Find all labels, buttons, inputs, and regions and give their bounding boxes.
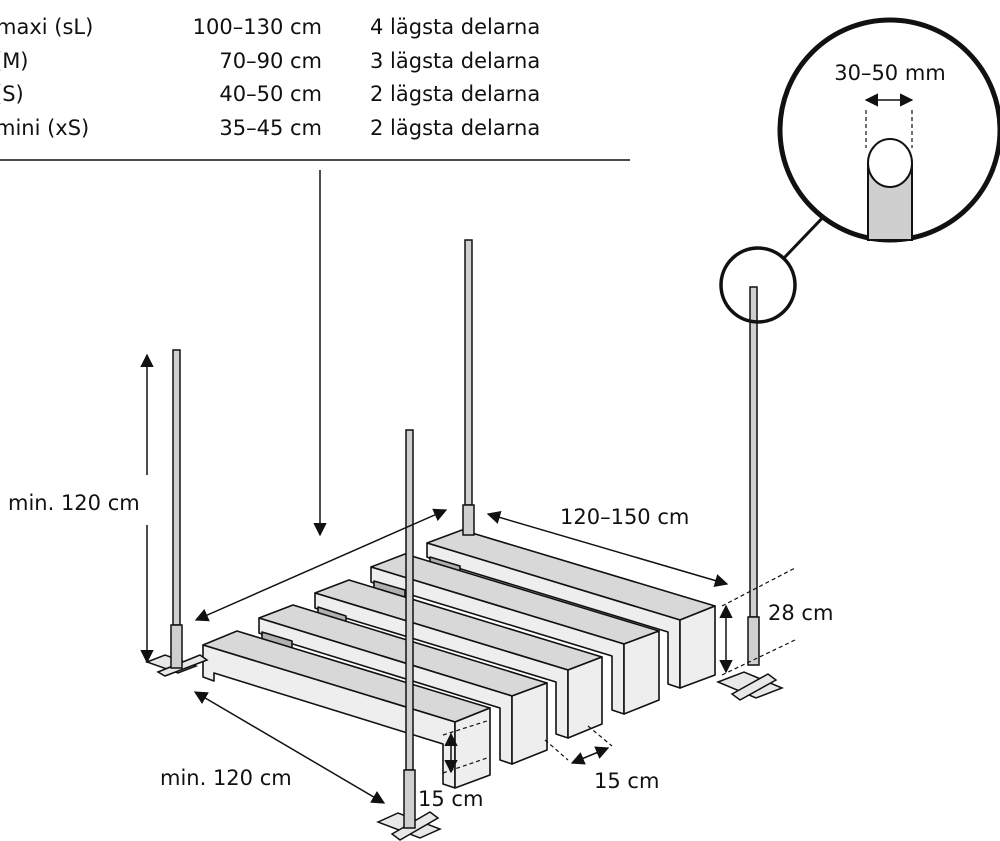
pole-right (715, 286, 785, 701)
pole-top-magnifier: 30–50 mm (719, 17, 1000, 324)
pole-back (462, 239, 475, 536)
table-height-4: 35–45 cm (219, 116, 322, 140)
table-size-4: mini (xS) (0, 116, 89, 140)
table-parts-1: 4 lägsta delarna (370, 15, 540, 39)
table-size-3: (S) (0, 82, 24, 106)
magnified-pole-top (867, 138, 913, 188)
step-height-dimension: 15 cm (418, 719, 491, 811)
tall-step-label: 28 cm (768, 601, 833, 625)
table-height-3: 40–50 cm (219, 82, 322, 106)
table-height-2: 70–90 cm (219, 49, 322, 73)
table-size-2: (M) (0, 49, 29, 73)
step-height-label: 15 cm (418, 787, 483, 811)
table-size-1: maxi (sL) (0, 15, 93, 39)
pole-height-dimension: min. 120 cm (8, 353, 154, 664)
magnifier-small-circle (719, 246, 797, 324)
pole-height-label: min. 120 cm (8, 491, 140, 515)
pole-diameter-label: 30–50 mm (834, 61, 946, 85)
gap-length-dimension: 120–150 cm (486, 505, 729, 588)
pole-left (144, 349, 209, 677)
course-width-label: min. 120 cm (160, 766, 292, 790)
table-parts-3: 2 lägsta delarna (370, 82, 540, 106)
table-parts-4: 2 lägsta delarna (370, 116, 540, 140)
board-2 (258, 604, 548, 765)
course-width-dimension: min. 120 cm (160, 691, 386, 804)
step-depth-label: 15 cm (594, 769, 659, 793)
boards (202, 529, 716, 789)
course-diagonal-arrow (194, 508, 448, 622)
gap-length-label: 120–150 cm (560, 505, 689, 529)
table-parts-2: 3 lägsta delarna (370, 49, 540, 73)
size-table: maxi (sL) 100–130 cm 4 lägsta delarna (M… (0, 15, 630, 161)
step-depth-dimension: 15 cm (544, 725, 659, 793)
table-height-1: 100–130 cm (193, 15, 322, 39)
tall-step-dimension: 28 cm (719, 567, 833, 676)
